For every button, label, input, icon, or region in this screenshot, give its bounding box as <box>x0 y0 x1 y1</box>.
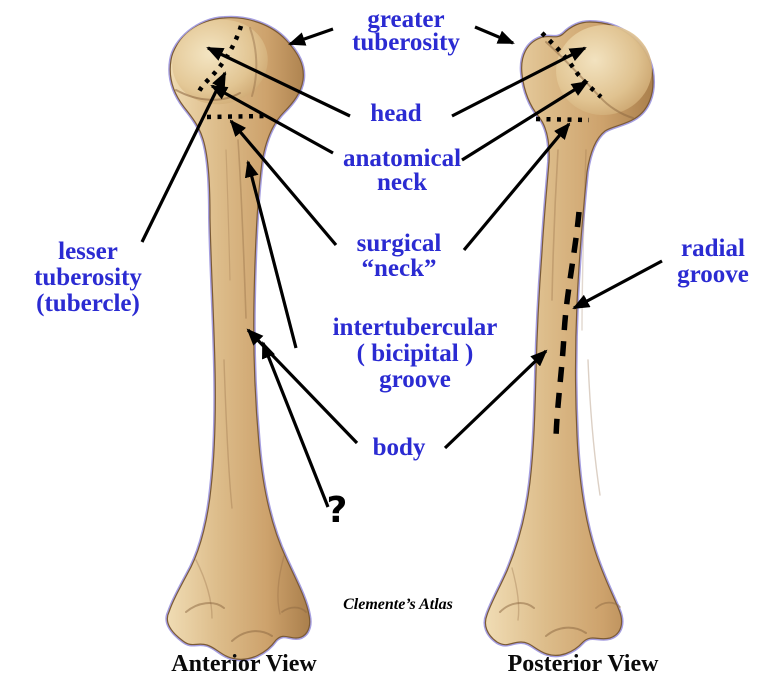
posterior-bone-texture <box>499 41 634 637</box>
arrow-greater-tuberosity-right <box>474 25 515 45</box>
posterior-anatomical-neck-dotted-line <box>540 31 603 99</box>
label-surgical-neck: surgical “neck” <box>356 230 442 282</box>
arrow-head-left <box>206 46 351 118</box>
caption-anterior-view: Anterior View <box>171 651 317 677</box>
label-greater-tuberosity: greater tuberosity <box>352 6 460 56</box>
arrow-body-right <box>443 349 548 450</box>
label-intertubercular-groove: intertubercular ( bicipital ) groove <box>332 314 498 393</box>
arrow-intertubercular-groove <box>244 160 298 349</box>
label-body: body <box>372 434 426 461</box>
arrow-radial-groove <box>572 259 663 310</box>
anterior-bone-texture <box>175 27 307 642</box>
anterior-humerus <box>165 15 312 662</box>
radial-groove-dashed-line <box>553 211 582 439</box>
pointer-arrows <box>140 25 663 508</box>
label-lesser-tuberosity: lesser tuberosity (tubercle) <box>34 238 142 317</box>
arrow-head-right <box>451 46 587 118</box>
arrow-lesser-tuberosity <box>140 71 227 243</box>
anterior-head-ball <box>172 19 268 105</box>
arrow-surgical-neck-left <box>229 119 338 247</box>
anterior-humerus-outline <box>166 17 311 660</box>
arrow-anatomical-neck-right <box>461 80 589 162</box>
caption-posterior-view: Posterior View <box>507 651 659 677</box>
posterior-humerus-outline <box>484 21 654 656</box>
posterior-humerus <box>483 19 655 658</box>
arrow-surgical-neck-right <box>462 122 571 252</box>
label-head: head <box>370 100 422 127</box>
attribution-text: Clemente’s Atlas <box>343 596 453 613</box>
arrow-greater-tuberosity-left <box>288 27 334 46</box>
arrow-anatomical-neck-left <box>210 84 334 155</box>
label-radial-groove: radial groove <box>677 235 749 288</box>
arrow-question-mark <box>261 341 330 508</box>
label-anatomical-neck: anatomical neck <box>342 145 462 196</box>
question-mark: ? <box>326 490 348 531</box>
posterior-surgical-neck-dotted-line <box>535 116 590 123</box>
